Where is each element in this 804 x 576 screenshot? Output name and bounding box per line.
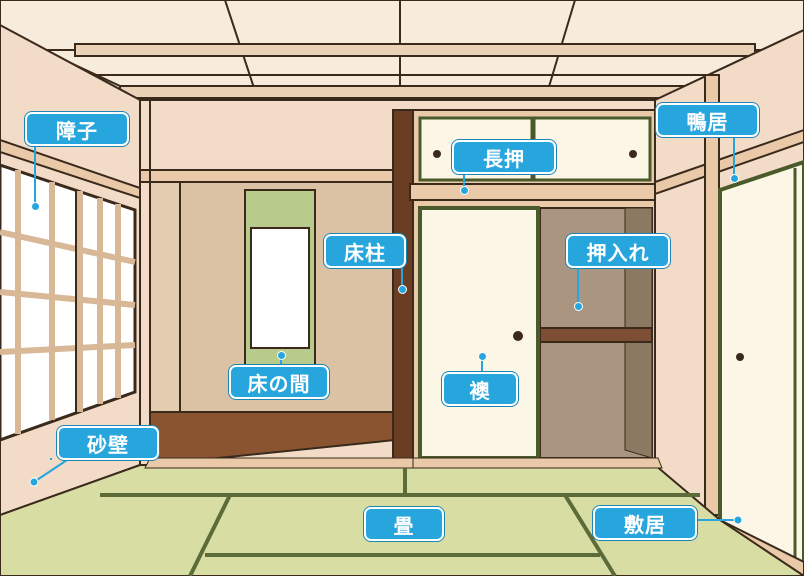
fusuma-leader-dot <box>478 352 487 361</box>
label-tokobashira: 床柱 <box>324 234 406 268</box>
tokonoma-alcove <box>149 181 396 467</box>
label-tokonoma: 床の間 <box>229 365 329 399</box>
kamoi-leader-line <box>733 134 735 178</box>
label-sunakabe: 砂壁 <box>57 426 159 460</box>
label-oshiire: 押入れ <box>566 234 670 268</box>
kamoi-leader-dot <box>730 174 739 183</box>
label-shikii: 敷居 <box>593 506 697 540</box>
label-fusuma: 襖 <box>442 372 518 406</box>
tokonoma-leader-dot <box>277 351 286 360</box>
right-wall <box>654 28 804 576</box>
label-nageshi: 長押 <box>452 140 556 174</box>
shoji-leader-line <box>34 146 36 206</box>
fusuma-leader-line <box>481 356 483 372</box>
label-shoji: 障子 <box>25 112 129 146</box>
label-tatami: 畳 <box>364 507 444 541</box>
shoji-window <box>0 163 137 442</box>
tokobashira-leader-dot <box>398 285 407 294</box>
oshiire-leader-line <box>577 266 579 306</box>
ceiling <box>0 0 804 101</box>
oshiire-leader-dot <box>574 302 583 311</box>
tokobashira-leader-line <box>401 266 403 288</box>
nageshi-leader-dot <box>460 186 469 195</box>
nageshi-leader-line <box>463 174 465 188</box>
sunakabe-leader-line <box>50 458 52 460</box>
tokonoma-leader-line <box>280 355 282 369</box>
label-kamoi: 鴨居 <box>656 103 759 137</box>
shoji-leader-dot <box>31 202 40 211</box>
